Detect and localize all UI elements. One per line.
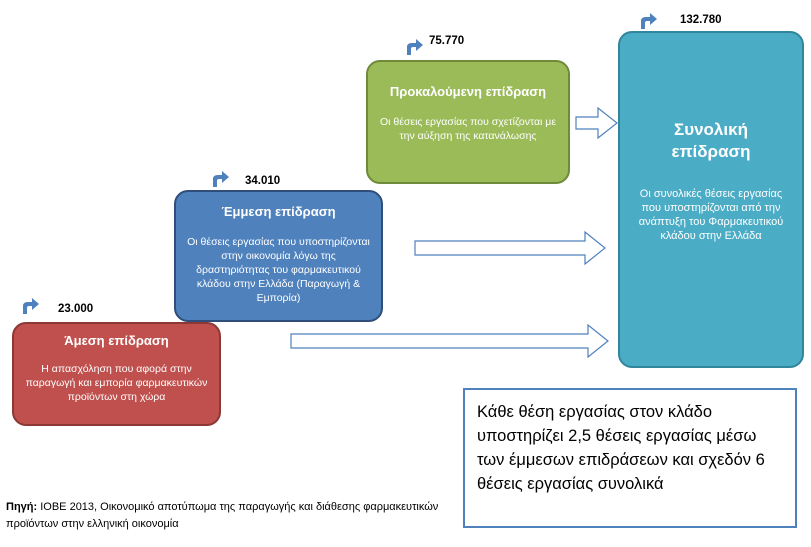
indirect-value: 34.010 <box>245 175 281 187</box>
indirect-effect-title: Έμμεση επίδραση <box>221 204 336 219</box>
indirect-effect-box: Έμμεση επίδραση Οι θέσεις εργασίας που υ… <box>174 190 383 322</box>
induced-effect-description: Οι θέσεις εργασίας που σχετίζονται με τη… <box>379 116 557 142</box>
total-effect-description: Οι συνολικές θέσεις εργασίας που υποστηρ… <box>638 188 784 242</box>
induced-effect-title: Προκαλούμενη επίδραση <box>389 84 547 99</box>
total-effect-box: Συνολική επίδραση Οι συνολικές θέσεις ερ… <box>618 31 804 368</box>
direct-value: 23.000 <box>58 303 94 315</box>
source-label: Πηγή: <box>6 501 38 513</box>
induced-effect-box: Προκαλούμενη επίδραση Οι θέσεις εργασίας… <box>366 60 570 184</box>
source-note: Πηγή: ΙΟΒΕ 2013, Οικονομικό αποτύπωμα τη… <box>6 499 456 533</box>
curved-arrow-icon <box>20 297 40 315</box>
curved-arrow-icon <box>210 170 230 188</box>
right-arrow-icon <box>290 323 609 359</box>
summary-callout: Κάθε θέση εργασίας στον κλάδο υποστηρίζε… <box>463 388 797 528</box>
total-effect-title: Συνολική επίδραση <box>671 120 751 161</box>
total-value: 132.780 <box>680 14 722 26</box>
induced-value: 75.770 <box>429 35 465 47</box>
direct-effect-title: Άμεση επίδραση <box>64 333 169 348</box>
right-arrow-icon <box>414 230 606 266</box>
direct-effect-box: Άμεση επίδραση Η απασχόληση που αφορά στ… <box>12 322 221 426</box>
direct-effect-description: Η απασχόληση που αφορά στην παραγωγή και… <box>25 363 208 403</box>
curved-arrow-icon <box>404 38 424 56</box>
summary-callout-text: Κάθε θέση εργασίας στον κλάδο υποστηρίζε… <box>477 403 765 493</box>
right-arrow-icon <box>575 106 618 140</box>
indirect-effect-description: Οι θέσεις εργασίας που υποστηρίζονται στ… <box>187 236 370 304</box>
curved-arrow-icon <box>638 12 658 30</box>
source-text: ΙΟΒΕ 2013, Οικονομικό αποτύπωμα της παρα… <box>6 501 439 530</box>
